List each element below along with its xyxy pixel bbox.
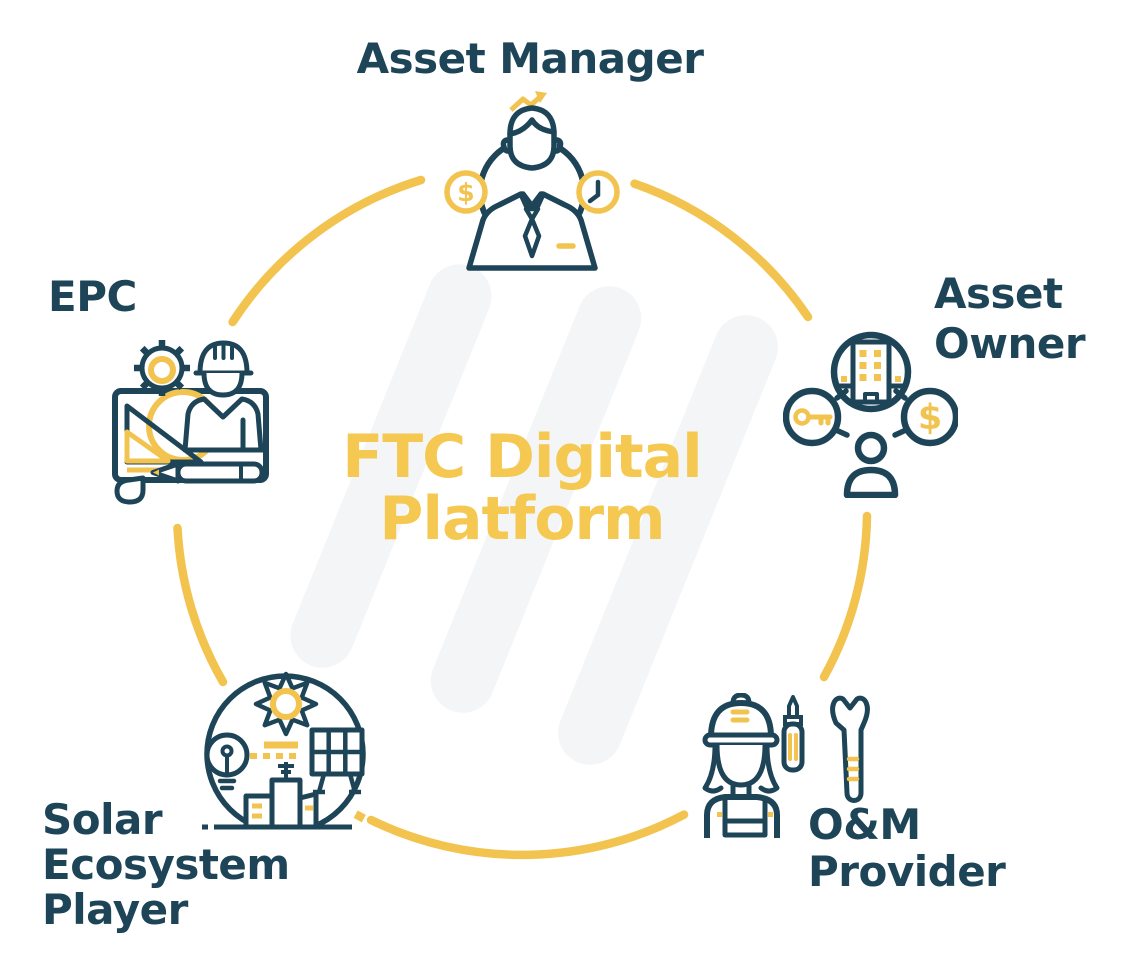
circle-arc-dash (353, 810, 366, 823)
circle-arc (630, 179, 813, 322)
center-title-line: Platform (379, 484, 665, 554)
label-line: Player (42, 885, 188, 934)
dollar-coin-glyph: $ (457, 178, 474, 207)
sun-glyph (253, 671, 319, 737)
asset-manager-businessman-icon: $ (443, 88, 621, 273)
wrench-glyph (830, 695, 870, 803)
circle-arc (819, 511, 872, 682)
label-line: Ecosystem (42, 840, 290, 889)
gear-glyph (134, 340, 190, 396)
circle-arc (366, 810, 689, 860)
label-om-provider: O&M Provider (808, 800, 1006, 896)
dollar-circle-glyph: $ (918, 398, 942, 438)
circle-arc (228, 175, 426, 327)
epc-blueprint-engineer-icon (103, 338, 273, 508)
pencil-glyph (150, 461, 265, 484)
key-glyph (793, 408, 833, 426)
center-title-line: FTC Digital (342, 422, 702, 492)
asset-owner-building-key-dollar-icon: $ (783, 328, 958, 498)
label-epc: EPC (48, 272, 137, 321)
label-line: Asset (934, 269, 1063, 318)
lightbulb-glyph (204, 732, 250, 791)
circle-arc (173, 523, 228, 687)
solar-ecosystem-city-icon (200, 668, 370, 840)
label-line: O&M (808, 800, 921, 849)
solar-panel-glyph (309, 727, 365, 795)
blueprint-scroll-curl (114, 475, 146, 505)
engineer-glyph (182, 340, 266, 453)
label-solar-ecosystem-player: Solar Ecosystem Player (42, 797, 290, 932)
label-line: Provider (808, 847, 1006, 896)
maintenance-worker-tools-icon (695, 693, 880, 838)
label-line: Solar (42, 795, 163, 844)
screwdriver-glyph (781, 695, 805, 773)
label-asset-manager: Asset Manager (356, 34, 704, 83)
city-buildings-glyph (243, 762, 319, 830)
label-line: Owner (934, 319, 1086, 368)
center-platform-title: FTC Digital Platform (342, 422, 702, 554)
label-asset-owner: Asset Owner (934, 269, 1086, 369)
